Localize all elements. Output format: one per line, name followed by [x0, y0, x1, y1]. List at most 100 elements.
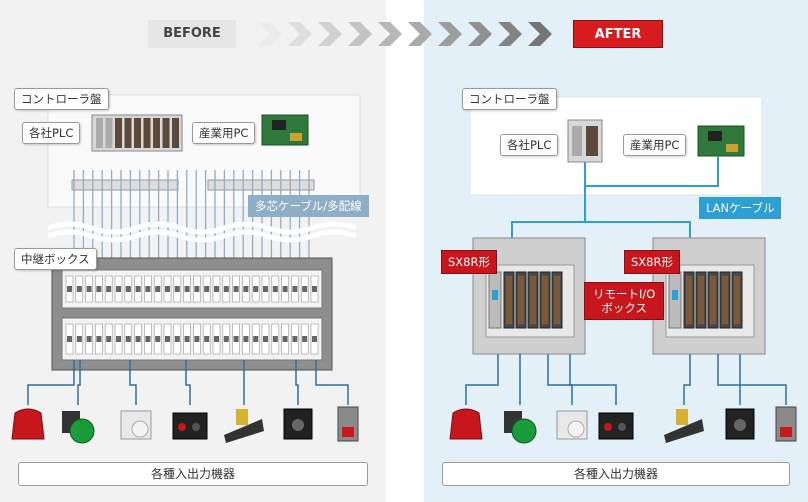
- device-wire: [569, 354, 617, 405]
- before-terminal-left: [71, 179, 179, 191]
- after-plc-module: [567, 119, 603, 163]
- after-plc-label: 各社PLC: [500, 134, 559, 156]
- relay-cell-contact: [263, 336, 268, 342]
- progress-chevrons: [258, 22, 552, 46]
- after-devices-label: 各種入出力機器: [442, 462, 790, 486]
- photo-sensor-icon: [172, 412, 208, 440]
- chevron: [438, 22, 462, 46]
- remote-io-label-line1: リモートI/O: [593, 287, 656, 301]
- limit-switch-icon-lens: [131, 420, 149, 438]
- relay-cell-contact: [194, 286, 200, 292]
- relay-cell-contact: [145, 286, 151, 292]
- limit-switch-icon-lens: [567, 420, 585, 438]
- chevron: [408, 22, 432, 46]
- sensor-icon: [283, 408, 313, 440]
- before-plc-module: [91, 114, 183, 152]
- relay-cell-contact: [116, 286, 121, 292]
- relay-cell-contact: [67, 286, 72, 292]
- relay-cell-contact: [292, 336, 298, 342]
- relay-cell-contact: [204, 286, 210, 292]
- relay-cell-contact: [116, 336, 121, 342]
- plc-slot: [134, 118, 141, 148]
- photo-sensor-icon-lens: [178, 423, 186, 431]
- photo-sensor-icon-lens: [618, 423, 626, 431]
- relay-cell-contact: [282, 336, 288, 342]
- push-button-icon-cap: [511, 418, 537, 444]
- signal-beacon-icon: [449, 408, 483, 440]
- before-plc-label: 各社PLC: [22, 122, 81, 144]
- rio-terminal: [530, 276, 536, 324]
- device-wire: [295, 360, 299, 405]
- remote-io-label: リモートI/O ボックス: [584, 282, 665, 320]
- before-devices-row: [11, 406, 359, 444]
- relay-cell-contact: [312, 336, 317, 342]
- plc-slot: [153, 118, 160, 148]
- relay-cell-contact: [184, 286, 190, 292]
- relay-cell-contact: [86, 336, 92, 342]
- rio-terminal: [710, 276, 716, 324]
- relay-cell-contact: [174, 336, 180, 342]
- plc-slot: [124, 118, 132, 148]
- relay-cell-contact: [184, 336, 190, 342]
- multi-cable-label: 多芯ケーブル/多配線: [248, 195, 369, 217]
- device-wire: [465, 354, 499, 405]
- after-header: AFTER: [573, 20, 663, 48]
- chevron: [258, 22, 282, 46]
- sx8r-right-label: SX8R形: [624, 250, 680, 274]
- relay-icon: [664, 419, 704, 443]
- remote-io-label-line2: ボックス: [601, 301, 647, 315]
- photo-sensor-icon-lens: [192, 423, 200, 431]
- camera-icon-lens: [342, 427, 354, 437]
- plc-slot: [105, 118, 113, 148]
- device-wire: [683, 354, 691, 405]
- relay-cell-contact: [174, 286, 180, 292]
- relay-cell-contact: [145, 336, 151, 342]
- camera-icon-lens: [780, 427, 792, 437]
- before-device-wires: [27, 360, 349, 405]
- relay-cell-contact: [165, 286, 170, 292]
- relay-cell-contact: [272, 286, 278, 292]
- before-pc-board: [261, 114, 309, 146]
- remote-io-box-left: [472, 237, 586, 355]
- signal-beacon-icon: [11, 408, 45, 440]
- chevron: [318, 22, 342, 46]
- relay-cell-contact: [76, 286, 82, 292]
- plc-slot: [143, 118, 151, 148]
- sensor-icon-lens: [734, 419, 746, 431]
- relay-cell-contact: [135, 286, 141, 292]
- relay-cell-contact: [233, 336, 239, 342]
- rio-terminal: [506, 276, 512, 324]
- after-controller-panel-label: コントローラ盤: [462, 88, 557, 110]
- plc-slot: [162, 118, 170, 148]
- before-multi-wires: [73, 170, 310, 262]
- relay-cell-contact: [302, 286, 308, 292]
- rio-terminal: [698, 276, 704, 324]
- device-wire: [547, 354, 573, 405]
- relay-cell-contact: [233, 286, 239, 292]
- relay-cell-contact: [263, 286, 268, 292]
- after-pc-board: [697, 125, 745, 157]
- relay-cell-contact: [125, 336, 131, 342]
- sx8r-left-label: SX8R形: [441, 250, 497, 274]
- relay-cell-contact: [86, 286, 92, 292]
- relay-cell-contact: [223, 286, 229, 292]
- relay-cell-contact: [155, 286, 161, 292]
- relay-cell-contact: [76, 336, 82, 342]
- relay-cell-contact: [106, 286, 112, 292]
- chevron: [528, 22, 552, 46]
- relay-cell-contact: [282, 286, 288, 292]
- rio-terminal: [554, 276, 560, 324]
- rio-terminal: [734, 276, 740, 324]
- relay-cell-contact: [243, 336, 249, 342]
- relay-cell-contact: [243, 286, 249, 292]
- relay-cell-contact: [165, 336, 170, 342]
- before-header: BEFORE: [148, 20, 236, 48]
- plc-slot: [172, 118, 179, 148]
- relay-cell-contact: [96, 286, 102, 292]
- relay-cell-contact: [155, 336, 161, 342]
- after-pc-label: 産業用PC: [623, 134, 687, 156]
- relay-cell-contact: [253, 336, 259, 342]
- relay-icon-body: [676, 409, 688, 425]
- photo-sensor-icon: [598, 412, 634, 440]
